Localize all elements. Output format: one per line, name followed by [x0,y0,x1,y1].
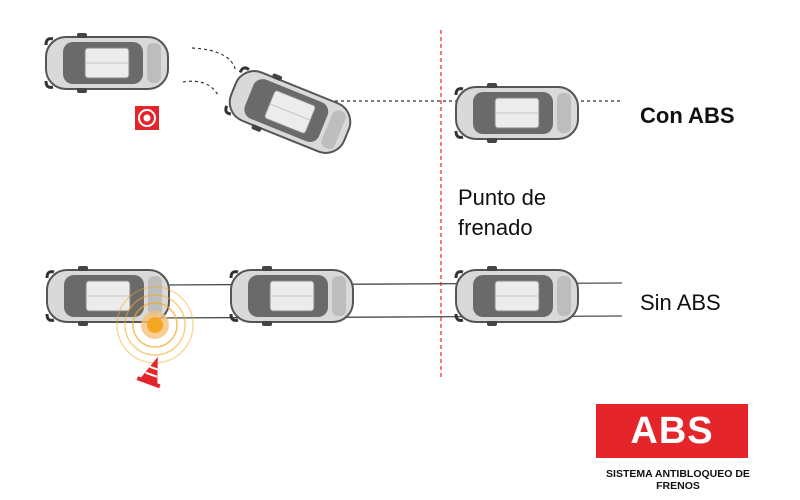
car-noabs-mid [229,264,355,328]
traffic-cone-icon [136,356,161,389]
car-abs-end [454,81,580,145]
abs-logo-subtitle: SISTEMA ANTIBLOQUEO DE FRENOS [606,468,750,492]
label-braking-point: Punto de frenado [458,183,598,243]
skid-trail-upper [191,47,237,73]
label-braking-point-line1: Punto de [458,185,547,210]
abs-logo: ABS [596,404,748,458]
car-noabs-end [454,264,580,328]
car-abs-swerving [220,59,360,165]
skid-trail-lower [182,80,219,96]
car-abs-start [44,31,170,95]
label-sin-abs: Sin ABS [640,290,721,315]
warning-target-icon [135,106,159,130]
abs-logo-text: ABS [630,410,714,452]
label-braking-point-line2: frenado [458,215,533,240]
label-con-abs: Con ABS [640,103,735,128]
